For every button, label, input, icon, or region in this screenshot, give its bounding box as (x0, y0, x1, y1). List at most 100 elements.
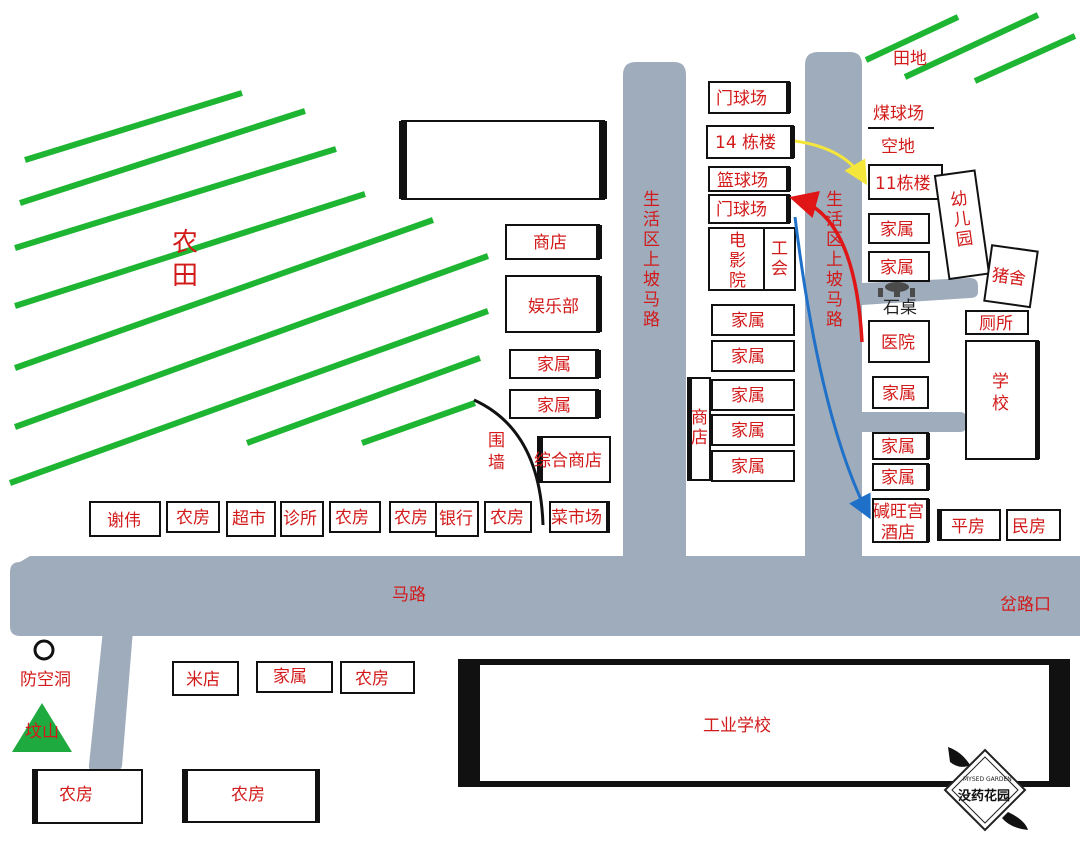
field-stripe (360, 400, 477, 446)
gate-court-1-label: 门球场 (716, 89, 767, 109)
bank-label: 银行 (439, 509, 473, 529)
block-family-6: 家属 (711, 414, 795, 446)
field-stripe (13, 217, 435, 371)
block-shop-upper: 商店 (505, 224, 602, 260)
block-basketball: 篮球场 (708, 166, 791, 192)
farmland-stripes (8, 12, 1077, 486)
block-toilet: 厕所 (965, 310, 1029, 335)
field-stripe (8, 308, 490, 486)
basketball-label: 篮球场 (717, 171, 768, 191)
gate-court-2-label: 门球场 (716, 200, 767, 220)
farmhouse-2-label: 农房 (335, 508, 369, 528)
farmland-label-2: 田 (172, 261, 198, 291)
family-8-label: 家属 (880, 220, 914, 240)
main-road-label: 马路 (392, 585, 426, 605)
xiewei-label: 谢伟 (107, 511, 141, 531)
farmhouse-1-label: 农房 (176, 508, 210, 528)
left-slope-road-label: 生活区上坡马路 (643, 190, 660, 330)
stone-table-label: 石桌 (883, 298, 917, 318)
block-farmhouse-3: 农房 (389, 501, 437, 533)
blue-route-arrow (793, 216, 871, 520)
farmhouse-7-label: 农房 (231, 785, 265, 805)
vegetable-market-label: 菜市场 (551, 508, 602, 528)
farmhouse-3-label: 农房 (394, 508, 428, 528)
bungalow-label: 平房 (951, 517, 985, 537)
block-rice-shop: 米店 (172, 661, 239, 696)
bldg-14-label: 14 栋楼 (715, 133, 776, 153)
family-10-label: 家属 (882, 384, 916, 404)
clinic-label: 诊所 (283, 509, 317, 529)
field-stripe (245, 355, 482, 446)
family-12-label: 家属 (881, 468, 915, 488)
family-2-label: 家属 (537, 396, 571, 416)
main-road (10, 556, 1080, 636)
fence-label: 围墙 (488, 431, 505, 473)
block-family-12: 家属 (872, 463, 930, 491)
air-raid-shelter-marker (33, 639, 55, 661)
field-stripe (24, 90, 243, 163)
hospital-label: 医院 (881, 333, 915, 353)
field-stripe (973, 33, 1077, 84)
open-ground-label: 空地 (881, 137, 915, 157)
logo-top-text: MYSED GARDEN (963, 776, 1012, 783)
fence-line (473, 398, 545, 526)
pigsty-label: 猪舍 (991, 266, 1027, 291)
block-family-5: 家属 (711, 379, 795, 411)
residence-label: 民房 (1012, 517, 1046, 537)
hotel-label: 碱旺宫酒店 (873, 502, 924, 543)
field-stripe (14, 191, 366, 309)
air-raid-shelter-label: 防空洞 (20, 670, 71, 690)
family-11-label: 家属 (881, 437, 915, 457)
block-vegetable-market: 菜市场 (549, 501, 610, 533)
farmhouse-4-label: 农房 (490, 508, 524, 528)
supermarket-label: 超市 (232, 509, 266, 529)
block-family-2: 家属 (509, 389, 601, 419)
family-6-label: 家属 (731, 421, 765, 441)
block-family-7: 家属 (711, 450, 795, 482)
farmland-label: 农 (172, 228, 198, 258)
block-bldg-11: 11栋楼 (868, 164, 943, 200)
grave-mound-marker (12, 703, 72, 752)
farmhouse-6-label: 农房 (59, 785, 93, 805)
block-farmhouse-4: 农房 (484, 501, 532, 533)
unlabeled-building (399, 120, 607, 200)
block-bldg-14: 14 栋楼 (706, 125, 795, 159)
block-farmhouse-6: 农房 (32, 769, 143, 824)
block-hospital: 医院 (868, 320, 930, 363)
field-stripe (864, 14, 960, 63)
fork-label: 岔路口 (1000, 595, 1051, 615)
field-stripe (19, 108, 306, 206)
block-cinema: 电影院 (708, 227, 765, 291)
entertainment-label: 娱乐部 (528, 297, 579, 317)
block-shop-mid: 商店 (687, 377, 711, 481)
union-label: 工会 (771, 239, 788, 279)
coal-court-label: 煤球场 (873, 104, 924, 124)
block-family-3: 家属 (711, 304, 795, 336)
cinema-label: 电影院 (729, 231, 746, 291)
field-stripe (903, 12, 1040, 80)
industrial-school-label: 工业学校 (703, 716, 771, 736)
field-stripe (14, 146, 337, 251)
block-bank: 银行 (435, 501, 479, 537)
block-family-8: 家属 (868, 213, 930, 244)
block-gate-court-1: 门球场 (708, 81, 791, 114)
yellow-route-arrow (794, 139, 868, 186)
block-hotel: 碱旺宫酒店 (872, 498, 930, 543)
block-family-13: 家属 (256, 661, 333, 693)
garden-logo: MYSED GARDEN 没药花园 (943, 747, 1028, 832)
bldg-11-label: 11栋楼 (875, 174, 931, 194)
block-family-1: 家属 (509, 349, 601, 379)
block-family-4: 家属 (711, 340, 795, 372)
block-farmhouse-2: 农房 (329, 501, 381, 533)
block-residence: 民房 (1006, 509, 1061, 541)
block-bungalow: 平房 (937, 509, 1001, 541)
block-farmhouse-7: 农房 (182, 769, 320, 823)
family-7-label: 家属 (731, 457, 765, 477)
red-route-arrow (789, 191, 864, 343)
block-entertainment: 娱乐部 (505, 275, 602, 333)
lower-left-road (88, 630, 133, 771)
family-5-label: 家属 (731, 386, 765, 406)
block-family-10: 家属 (872, 376, 929, 409)
block-pigsty: 猪舍 (983, 244, 1039, 309)
